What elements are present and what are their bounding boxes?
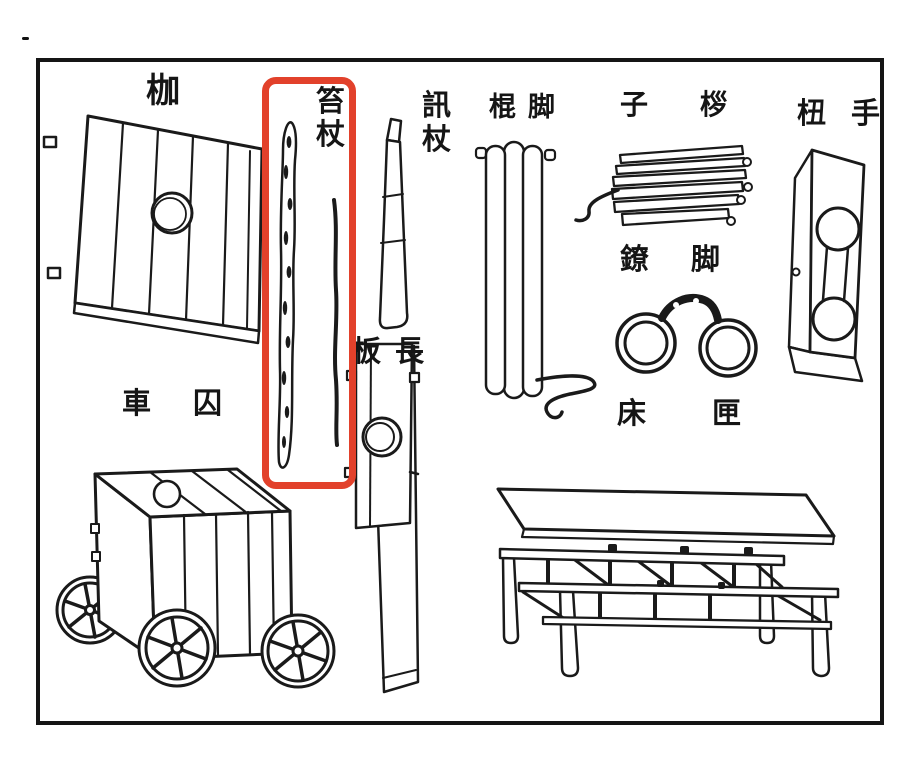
prisoner-cart-drawing <box>55 467 336 689</box>
label-cangue: 枷 <box>146 71 180 111</box>
handcuff-block-drawing <box>787 148 866 383</box>
label-leg-irons: 鐐 脚 <box>620 242 721 276</box>
label-hand-restraint: 杻 手 <box>797 96 881 130</box>
cangue-drawing <box>42 114 264 345</box>
label-restraint-bed: 床 匣 <box>617 396 742 430</box>
long-board-drawing <box>343 342 421 694</box>
leg-press-drawing <box>474 140 597 420</box>
label-flogging-rods: 笞 杖 <box>316 84 346 152</box>
plate-border <box>36 58 884 725</box>
label-long-board: 板 長 <box>352 334 425 368</box>
leg-irons-drawing <box>615 294 758 378</box>
label-finger-press: 子 桚 <box>620 88 729 121</box>
label-cangue-char: 枷 <box>146 71 180 111</box>
interrogation-staff-drawing <box>378 117 409 330</box>
page-speck <box>22 37 29 40</box>
label-leg-press: 棍 脚 <box>489 92 555 123</box>
restraint-bed-drawing <box>496 487 840 678</box>
flogging-rods-drawing <box>277 121 339 469</box>
finger-press-drawing <box>574 144 753 227</box>
label-interrogation-staff: 訊 杖 <box>422 88 452 157</box>
highlight-box <box>262 77 356 489</box>
label-prisoner-cart: 車 囚 <box>122 386 223 420</box>
